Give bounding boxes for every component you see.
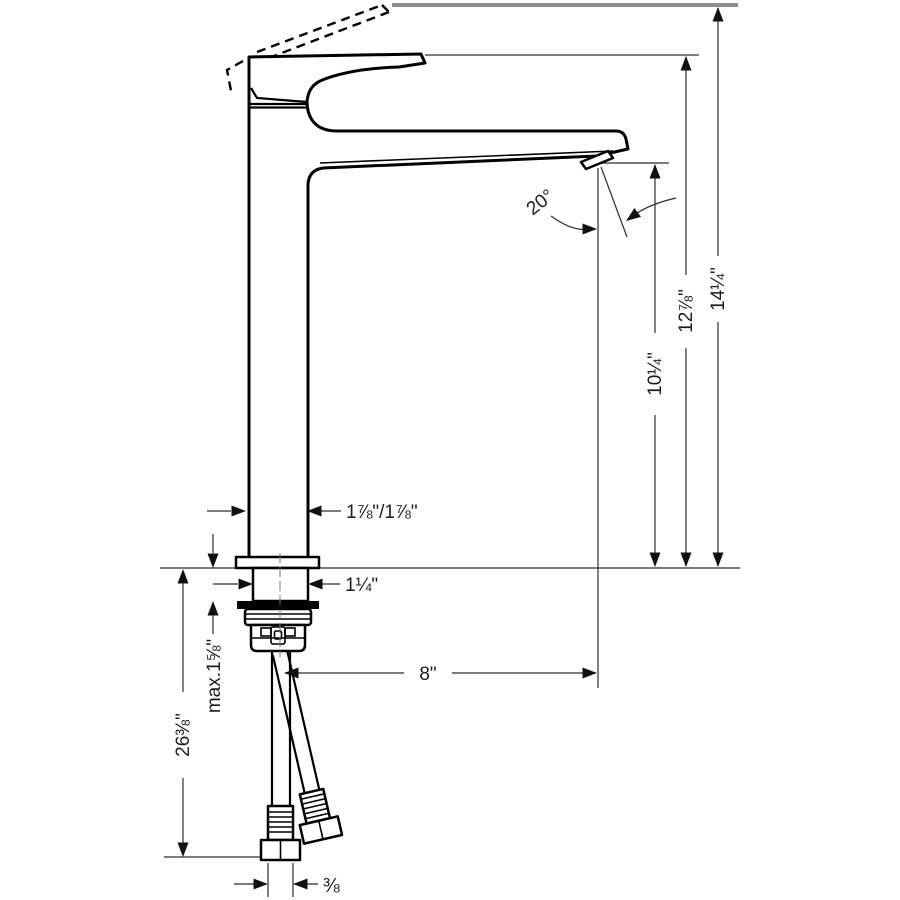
dim-body-depth: 1⅞"/1⅞" bbox=[207, 502, 418, 523]
straight-hose-ribs bbox=[269, 811, 292, 833]
dim-label-body-depth: 1⅞"/1⅞" bbox=[346, 502, 418, 523]
supply-hose-straight bbox=[259, 651, 302, 862]
dim-label-height-raised: 14¼" bbox=[708, 267, 729, 311]
rubber-washer bbox=[237, 601, 319, 609]
dim-label-reach: 8" bbox=[419, 664, 436, 685]
dim-hose-connector: ⅜ bbox=[234, 863, 340, 897]
fitting-detail-center-inner bbox=[273, 630, 283, 640]
arrow-right-icon bbox=[582, 667, 597, 679]
dim-height-handle: 12⅞" bbox=[676, 56, 697, 567]
arrow-right-icon bbox=[238, 578, 253, 590]
handle-raised-dashed bbox=[225, 3, 390, 97]
dim-label-hose-connector: ⅜ bbox=[323, 875, 340, 897]
arrow-right-icon bbox=[231, 505, 246, 517]
arrow-up-icon bbox=[680, 56, 692, 71]
raised-handle-top-dash bbox=[256, 3, 383, 54]
raised-handle-tip-dash bbox=[381, 4, 390, 13]
dim-height-spout: 10¼" bbox=[645, 164, 666, 567]
arrow-left-icon bbox=[293, 878, 308, 890]
faucet-body bbox=[225, 3, 630, 657]
aerator bbox=[579, 149, 615, 171]
faucet-silhouette bbox=[247, 52, 630, 560]
arrow-up-icon bbox=[649, 164, 661, 179]
supply-hoses bbox=[259, 651, 344, 862]
mounting-nut bbox=[243, 607, 313, 627]
arrow-down-icon bbox=[712, 552, 724, 567]
dim-label-shank: 1¼" bbox=[345, 575, 378, 596]
dim-label-max-thickness: max.1⅝" bbox=[204, 639, 225, 713]
mounting-nut-ridges bbox=[246, 613, 310, 620]
dim-height-handle-raised: 14¼" bbox=[708, 7, 729, 567]
handle-base-slant bbox=[250, 87, 308, 104]
arrow-up-icon bbox=[177, 569, 189, 584]
angled-hose-ribs bbox=[301, 793, 329, 820]
arrow-down-icon bbox=[207, 553, 219, 568]
arrow-left-icon bbox=[308, 578, 323, 590]
arrow-down-icon bbox=[177, 842, 189, 857]
straight-hose-braid bbox=[266, 804, 295, 842]
angled-hose-nut-split bbox=[317, 820, 324, 840]
arrow-up-icon bbox=[712, 7, 724, 22]
raised-handle-bottom-dash bbox=[265, 10, 390, 61]
dim-label-height-spout: 10¼" bbox=[645, 352, 666, 396]
arrow-right-icon bbox=[253, 878, 268, 890]
dim-label-height-handle: 12⅞" bbox=[676, 289, 697, 333]
dim-label-hose-length: 26⅜" bbox=[173, 713, 194, 757]
fitting-detail-center bbox=[270, 626, 286, 645]
arrow-down-icon bbox=[680, 552, 692, 567]
water-stream-line bbox=[600, 166, 628, 238]
arrow-down-icon bbox=[649, 552, 661, 567]
straight-hose-lines bbox=[270, 651, 292, 806]
dim-max-deck-thickness: max.1⅝" bbox=[204, 534, 225, 713]
raised-handle-back-dash bbox=[225, 59, 244, 97]
dim-shank: 1¼" bbox=[213, 575, 378, 596]
supply-hose-angled bbox=[271, 651, 344, 845]
arrow-up-icon bbox=[207, 601, 219, 616]
arrow-right-icon bbox=[582, 223, 597, 235]
spout-chamfer-line bbox=[319, 150, 614, 164]
handle-seam-lines bbox=[248, 102, 307, 109]
dim-hose-length: 26⅜" bbox=[173, 569, 194, 857]
base-plate bbox=[234, 555, 321, 570]
dim-label-spout-angle: 20° bbox=[523, 186, 559, 220]
arrow-left-icon bbox=[622, 208, 641, 226]
dim-reach: 8" bbox=[284, 664, 597, 685]
